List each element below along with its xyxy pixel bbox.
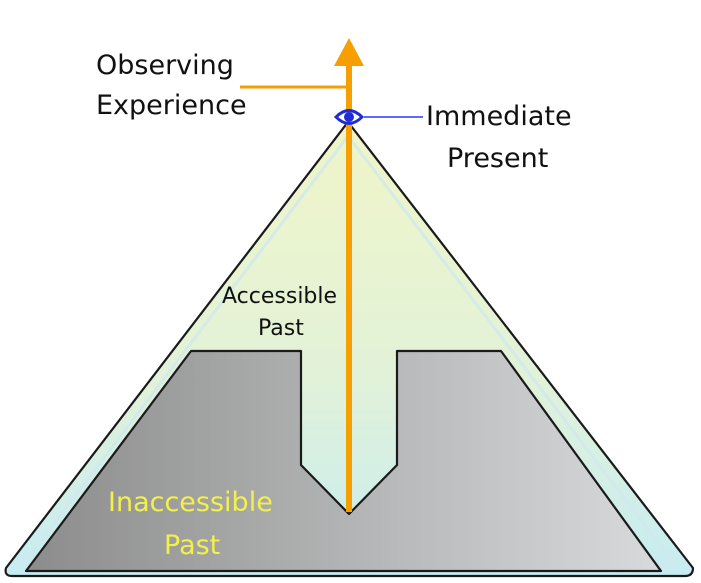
inaccessible-past-region bbox=[24, 349, 663, 573]
arrow-up-icon bbox=[334, 38, 364, 66]
immediate-label-line1: Immediate bbox=[426, 101, 572, 132]
immediate-label-line2: Present bbox=[447, 143, 548, 174]
observing-label-line2: Experience bbox=[96, 90, 247, 121]
accessible-label-line1: Accessible bbox=[222, 284, 337, 309]
inaccessible-label-line2: Past bbox=[164, 530, 220, 561]
observing-label-line1: Observing bbox=[96, 50, 234, 81]
inaccessible-label-line1: Inaccessible bbox=[108, 487, 273, 518]
eye-icon bbox=[333, 109, 365, 125]
accessible-label-line2: Past bbox=[258, 316, 304, 341]
